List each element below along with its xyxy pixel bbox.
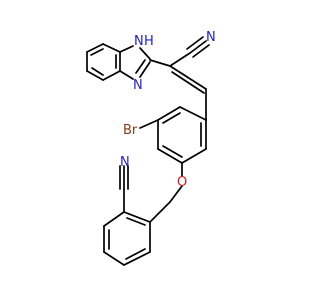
- nh-hydrogen-label: H: [144, 34, 154, 49]
- double-bond: [162, 112, 181, 124]
- bond: [123, 211, 151, 223]
- bond: [86, 70, 104, 81]
- bond: [157, 106, 181, 121]
- bond: [123, 251, 151, 266]
- double-bond: [162, 145, 183, 158]
- molecule-structure: N H N N Br O N: [86, 30, 216, 266]
- double-bond: [90, 48, 104, 56]
- imine-nitrogen-label: N: [133, 78, 143, 93]
- bond: [103, 211, 125, 227]
- bromine-label: Br: [123, 123, 138, 138]
- bromophenyl-ring: [139, 88, 207, 177]
- bond: [102, 43, 121, 53]
- double-bond: [171, 71, 205, 94]
- double-bond: [125, 248, 146, 260]
- triple-bond: [189, 40, 207, 54]
- bond: [139, 47, 151, 60]
- bond: [169, 52, 191, 67]
- bond: [102, 70, 121, 81]
- double-bond: [91, 67, 104, 76]
- bond: [86, 43, 104, 53]
- bond: [139, 61, 151, 78]
- atom-labels: N H N N Br O N: [120, 30, 216, 190]
- triple-bond: [186, 36, 204, 50]
- bond: [181, 148, 207, 164]
- bond: [149, 201, 171, 223]
- nitrile-left-label: N: [120, 155, 130, 170]
- benzimidazole-benzene-ring: [86, 43, 121, 81]
- imidazole-ring: [119, 45, 151, 80]
- double-bond: [126, 217, 146, 226]
- triple-bond: [192, 44, 210, 58]
- bond: [149, 59, 171, 67]
- bond: [157, 148, 183, 164]
- bond-to-bromine: [139, 119, 159, 129]
- bond: [119, 45, 134, 53]
- bond: [169, 185, 183, 203]
- oxygen-label: O: [177, 175, 187, 190]
- benzonitrile-fragment: [103, 165, 183, 266]
- structure-canvas: N H N N Br O N: [86, 30, 216, 266]
- bond: [119, 70, 134, 80]
- nitrile-top-label: N: [206, 30, 216, 45]
- double-bond: [135, 59, 146, 74]
- bond: [103, 251, 125, 266]
- nh-nitrogen-label: N: [134, 34, 144, 49]
- bond: [179, 106, 207, 121]
- acrylonitrile-fragment: [149, 36, 210, 94]
- bond: [169, 65, 207, 90]
